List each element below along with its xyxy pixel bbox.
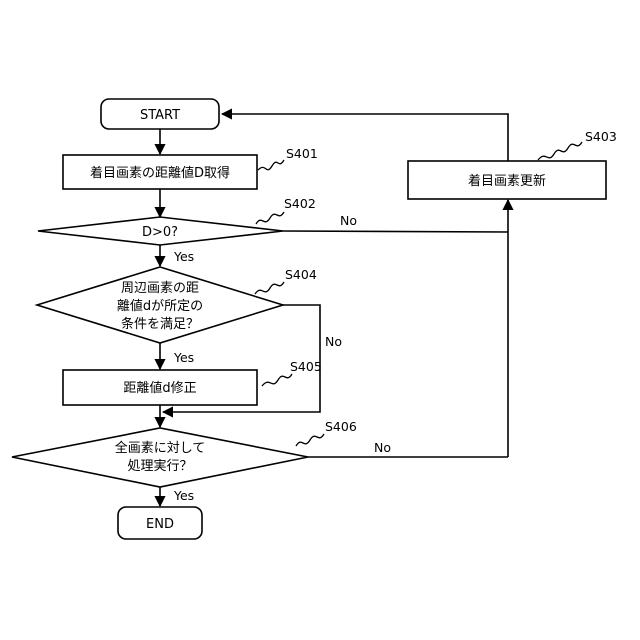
s403-leader bbox=[538, 142, 582, 160]
s402-step-label: S402 bbox=[284, 196, 316, 211]
s404-label-line2: 離値dが所定の bbox=[117, 298, 203, 314]
s406-step-label: S406 bbox=[325, 419, 357, 434]
s405-label: 距離値d修正 bbox=[123, 380, 196, 396]
s402-leader bbox=[256, 212, 284, 224]
s402-label: D>0? bbox=[142, 225, 178, 240]
s404-leader bbox=[255, 282, 284, 294]
s402-yes-label: Yes bbox=[173, 249, 194, 264]
s406-yes-label: Yes bbox=[173, 488, 194, 503]
s401-leader bbox=[258, 160, 284, 170]
s406-leader bbox=[296, 434, 324, 446]
end-label: END bbox=[146, 517, 174, 532]
s404-label-line3: 条件を満足？ bbox=[121, 316, 199, 332]
s404-step-label: S404 bbox=[285, 267, 317, 282]
s403-step-label: S403 bbox=[585, 129, 617, 144]
s401-step-label: S401 bbox=[286, 146, 318, 161]
s404-no-label: No bbox=[325, 334, 342, 349]
start-label: START bbox=[140, 108, 180, 123]
s401-label: 着目画素の距離値D取得 bbox=[90, 165, 230, 181]
s405-step-label: S405 bbox=[290, 359, 322, 374]
s406-label-line1: 全画素に対して bbox=[115, 440, 206, 456]
s403-label: 着目画素更新 bbox=[468, 173, 546, 189]
s405-leader bbox=[262, 374, 292, 386]
s406-label-line2: 処理実行？ bbox=[127, 458, 192, 474]
arrow-s403-to-start bbox=[222, 114, 508, 161]
s404-yes-label: Yes bbox=[173, 350, 194, 365]
s404-label-line1: 周辺画素の距 bbox=[121, 281, 199, 296]
s402-no-label: No bbox=[340, 213, 357, 228]
line-s402-no-branch bbox=[283, 231, 508, 232]
s406-no-label: No bbox=[374, 440, 391, 455]
s406-decision-diamond bbox=[12, 428, 308, 487]
